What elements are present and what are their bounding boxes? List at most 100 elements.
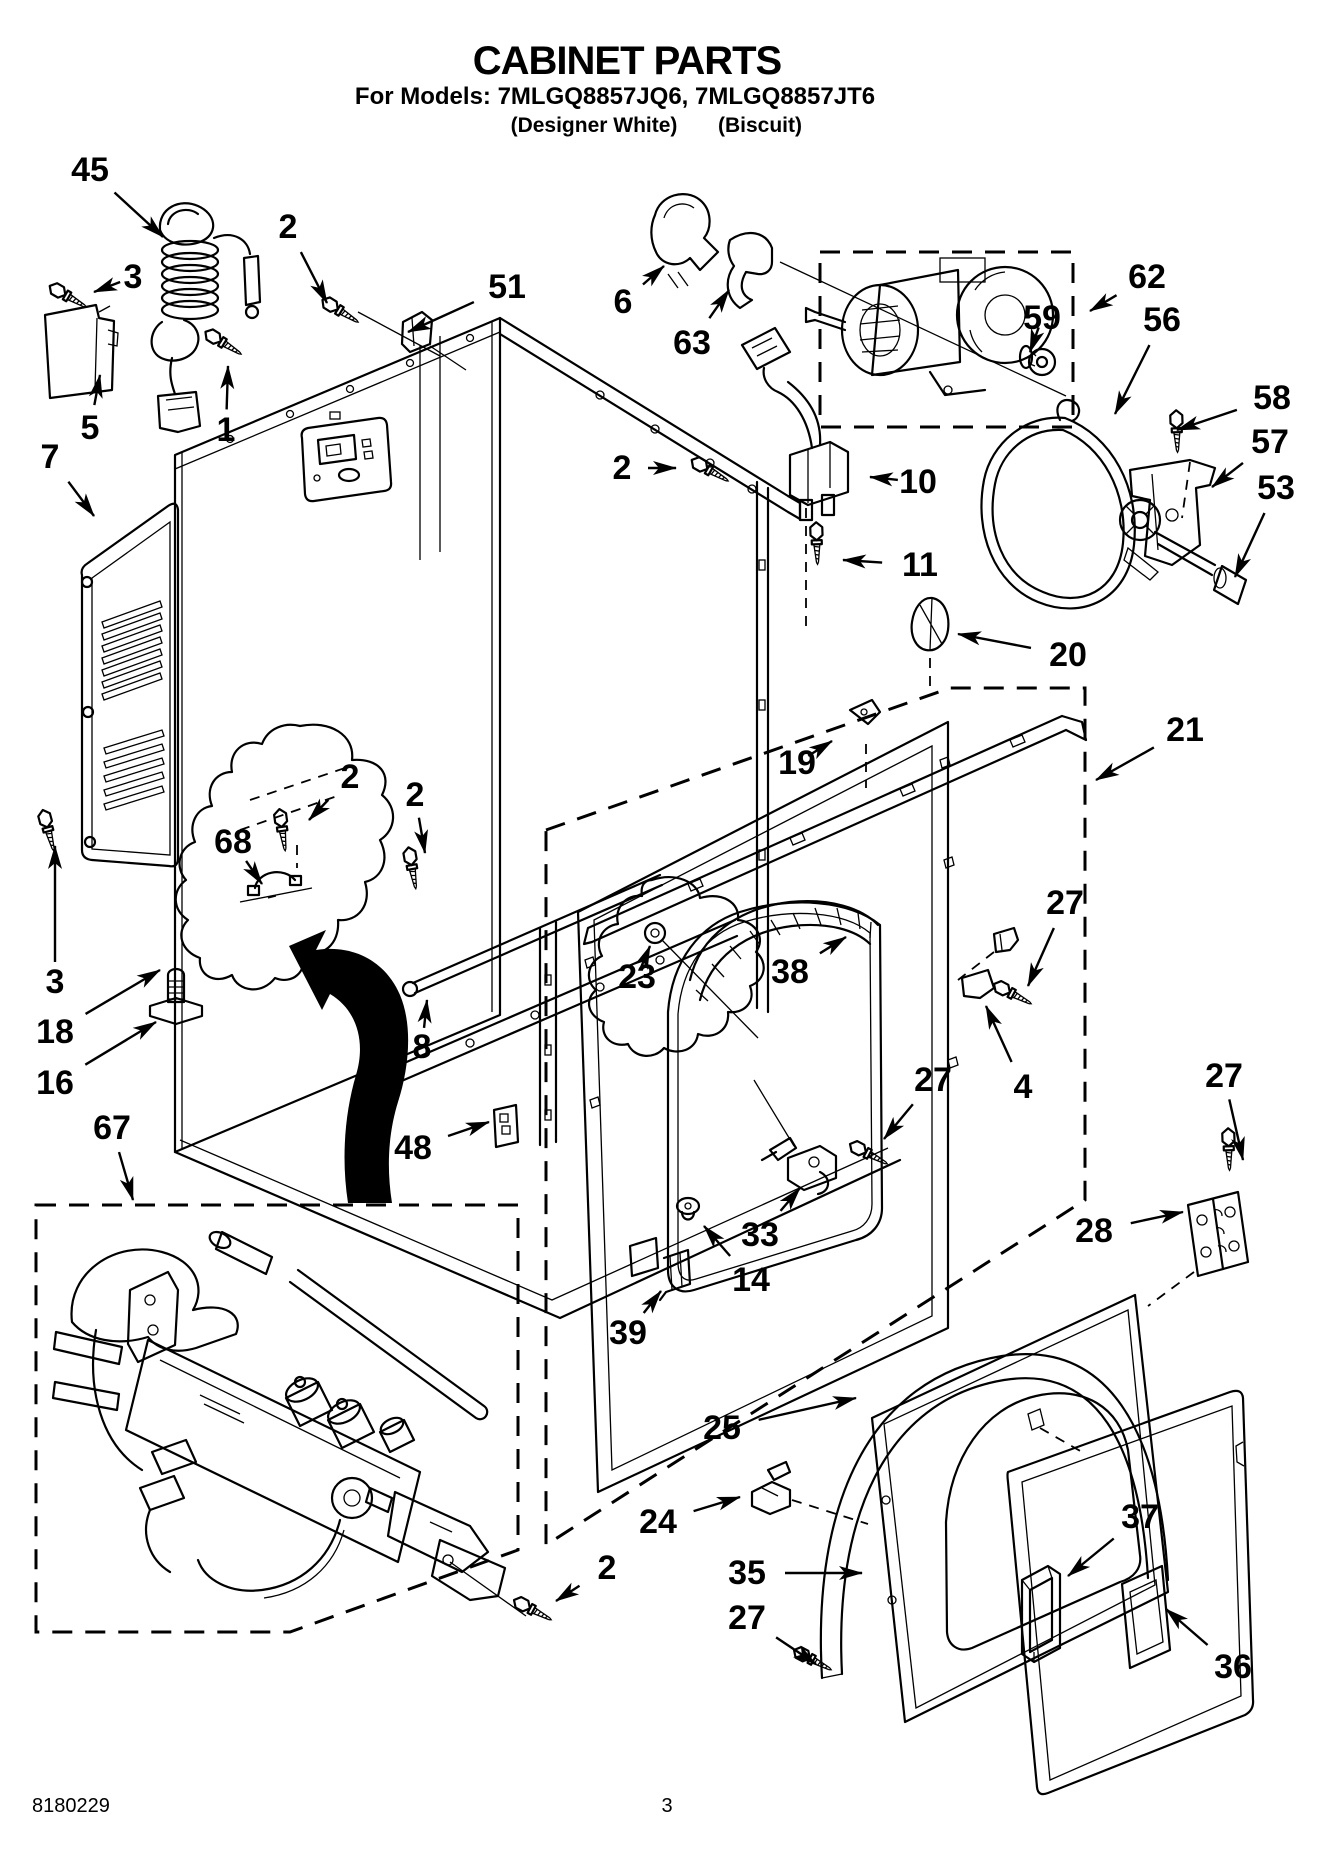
door-catch-24: [750, 1460, 869, 1525]
callout-number-1: 1: [217, 411, 236, 449]
screw-1: [201, 325, 246, 361]
callout-6: 6: [614, 265, 665, 321]
callout-number-58: 58: [1253, 379, 1291, 417]
duct-strap-63: [726, 231, 1067, 397]
callout-2b: 2: [613, 449, 677, 487]
callout-number-7: 7: [41, 438, 60, 476]
callout-56: 56: [1113, 301, 1181, 415]
clip-39: [628, 1236, 692, 1302]
callout-number-18: 18: [36, 1013, 74, 1051]
callout-number-53: 53: [1257, 469, 1295, 507]
screw-11: [808, 520, 825, 566]
callout-number-28: 28: [1075, 1212, 1113, 1250]
callout-18: 18: [36, 968, 161, 1051]
callout-3a: 3: [93, 258, 143, 296]
callout-59: 59: [1023, 299, 1061, 353]
models-line: For Models: 7MLGQ8857JQ6, 7MLGQ8857JT6: [355, 83, 875, 110]
callout-number-35: 35: [728, 1554, 766, 1592]
callout-number-62: 62: [1128, 258, 1166, 296]
callout-45: 45: [71, 151, 164, 238]
callout-24: 24: [639, 1495, 741, 1541]
callout-19: 19: [778, 739, 833, 782]
callout-33: 33: [741, 1187, 801, 1254]
callout-36: 36: [1165, 1608, 1252, 1686]
side-panel-7: [80, 502, 180, 868]
callout-number-39: 39: [609, 1314, 647, 1352]
callout-number-38: 38: [771, 953, 809, 991]
swoosh-arrow: [289, 930, 409, 1203]
callout-number-57: 57: [1251, 423, 1289, 461]
clip-27-bracket: [960, 968, 996, 1000]
motor-62: [804, 250, 1075, 429]
callout-2e: 2: [555, 1549, 617, 1603]
callout-51: 51: [407, 268, 526, 334]
callout-number-27c: 27: [1205, 1057, 1243, 1095]
cover-plate-5: [43, 303, 119, 400]
callout-5: 5: [81, 374, 103, 447]
callout-67: 67: [93, 1109, 135, 1201]
grommet-14: [675, 1196, 701, 1221]
callout-23: 23: [618, 945, 656, 996]
callout-1: 1: [217, 365, 236, 449]
callout-number-19: 19: [778, 744, 816, 782]
callout-10: 10: [869, 463, 937, 501]
callout-63: 63: [673, 289, 730, 362]
cutaway-cloud-68: [174, 723, 395, 991]
callout-number-24: 24: [639, 1503, 677, 1541]
callout-27a: 27: [1026, 884, 1084, 987]
callout-11: 11: [842, 546, 938, 584]
callout-number-2a: 2: [279, 208, 298, 246]
inner-door-35: [870, 1293, 1170, 1724]
doc-number: 8180229: [32, 1795, 110, 1817]
callout-8: 8: [413, 999, 432, 1066]
callout-number-5: 5: [81, 409, 100, 447]
callout-58: 58: [1176, 379, 1291, 432]
page-number: 3: [661, 1795, 672, 1817]
callout-number-2d: 2: [406, 776, 425, 814]
callout-number-27b: 27: [914, 1061, 952, 1099]
duct-bracket-6: [650, 193, 720, 289]
callout-57: 57: [1211, 423, 1289, 488]
clip-4: [957, 926, 1020, 981]
switch-bracket: [300, 411, 393, 503]
color-designer-white: (Designer White): [511, 114, 678, 137]
callout-25: 25: [703, 1396, 857, 1447]
callout-48: 48: [394, 1120, 490, 1167]
callout-39: 39: [609, 1290, 662, 1352]
callout-21: 21: [1095, 711, 1204, 782]
callout-number-2e: 2: [598, 1549, 617, 1587]
callout-2a: 2: [279, 208, 329, 304]
screw-2d: [401, 845, 423, 891]
callout-number-16: 16: [36, 1064, 74, 1102]
callout-number-4: 4: [1014, 1068, 1033, 1106]
outer-door-36: [1006, 1389, 1255, 1796]
callout-7: 7: [41, 438, 95, 517]
page-title: CABINET PARTS: [473, 39, 782, 83]
belt-56: [980, 398, 1136, 610]
burner-assembly-67: [34, 1203, 527, 1634]
door-handle-37: [1020, 1564, 1062, 1664]
callout-number-2b: 2: [613, 449, 632, 487]
callout-62: 62: [1089, 258, 1166, 313]
callout-35: 35: [728, 1554, 863, 1592]
screw-58: [1168, 408, 1185, 454]
screw-27d: [790, 1643, 836, 1677]
cone-20: [910, 596, 950, 686]
pulley-59: [1018, 344, 1057, 377]
screw-27a: [846, 1137, 892, 1171]
callout-number-3a: 3: [124, 258, 143, 296]
callout-2d: 2: [406, 776, 428, 854]
callout-27b: 27: [883, 1061, 952, 1140]
hinge-28: [1147, 1190, 1250, 1307]
bracket-57: [1123, 458, 1217, 581]
plate-48: [492, 1103, 520, 1149]
cabinet-shell: [173, 316, 902, 1320]
callout-28: 28: [1075, 1209, 1184, 1250]
top-rail-19: [582, 698, 1088, 946]
callout-38: 38: [771, 935, 847, 991]
callout-number-63: 63: [673, 324, 711, 362]
door-latch-33: [753, 1079, 838, 1196]
callout-number-8: 8: [413, 1028, 432, 1066]
